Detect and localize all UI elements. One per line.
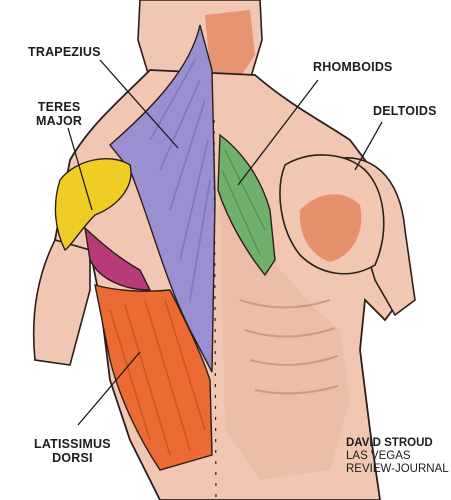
teres-major-muscle bbox=[54, 158, 132, 252]
label-deltoids: DELTOIDS bbox=[373, 104, 437, 118]
deltoids-leader bbox=[354, 121, 383, 171]
label-latissimus-line2: DORSI bbox=[52, 451, 93, 465]
rhomboids-leader bbox=[237, 79, 319, 186]
label-teres-major-line2: MAJOR bbox=[36, 114, 83, 128]
trapezius-leader bbox=[99, 59, 179, 149]
label-latissimus-dorsi: LATISSIMUS DORSI bbox=[34, 437, 111, 465]
label-rhomboids: RHOMBOIDS bbox=[313, 60, 393, 74]
label-teres-major-line1: TERES bbox=[37, 100, 81, 114]
latissimus-striations bbox=[109, 299, 206, 456]
back-shading bbox=[220, 200, 350, 480]
rib-lines bbox=[239, 299, 339, 395]
trapezius-striations bbox=[149, 59, 211, 301]
latissimus-leader bbox=[77, 351, 141, 426]
label-teres-major: TERES MAJOR bbox=[36, 100, 82, 128]
left-arm bbox=[32, 239, 91, 366]
label-trapezius: TRAPEZIUS bbox=[28, 45, 101, 59]
artist-credit: DAVID STROUD LAS VEGAS REVIEW-JOURNAL bbox=[346, 437, 449, 476]
rhomboid-striations bbox=[221, 149, 266, 256]
label-latissimus-line1: LATISSIMUS bbox=[34, 437, 111, 451]
neck-shadow-right bbox=[205, 10, 255, 85]
rhomboids-muscle bbox=[217, 133, 276, 277]
credit-artist: DAVID STROUD bbox=[346, 437, 433, 449]
credit-line3: REVIEW-JOURNAL bbox=[346, 463, 449, 475]
teres-minor-muscle bbox=[83, 226, 152, 291]
credit-line2: LAS VEGAS bbox=[346, 450, 411, 462]
teres-major-leader bbox=[67, 127, 93, 211]
right-deltoid-shade bbox=[299, 194, 362, 262]
